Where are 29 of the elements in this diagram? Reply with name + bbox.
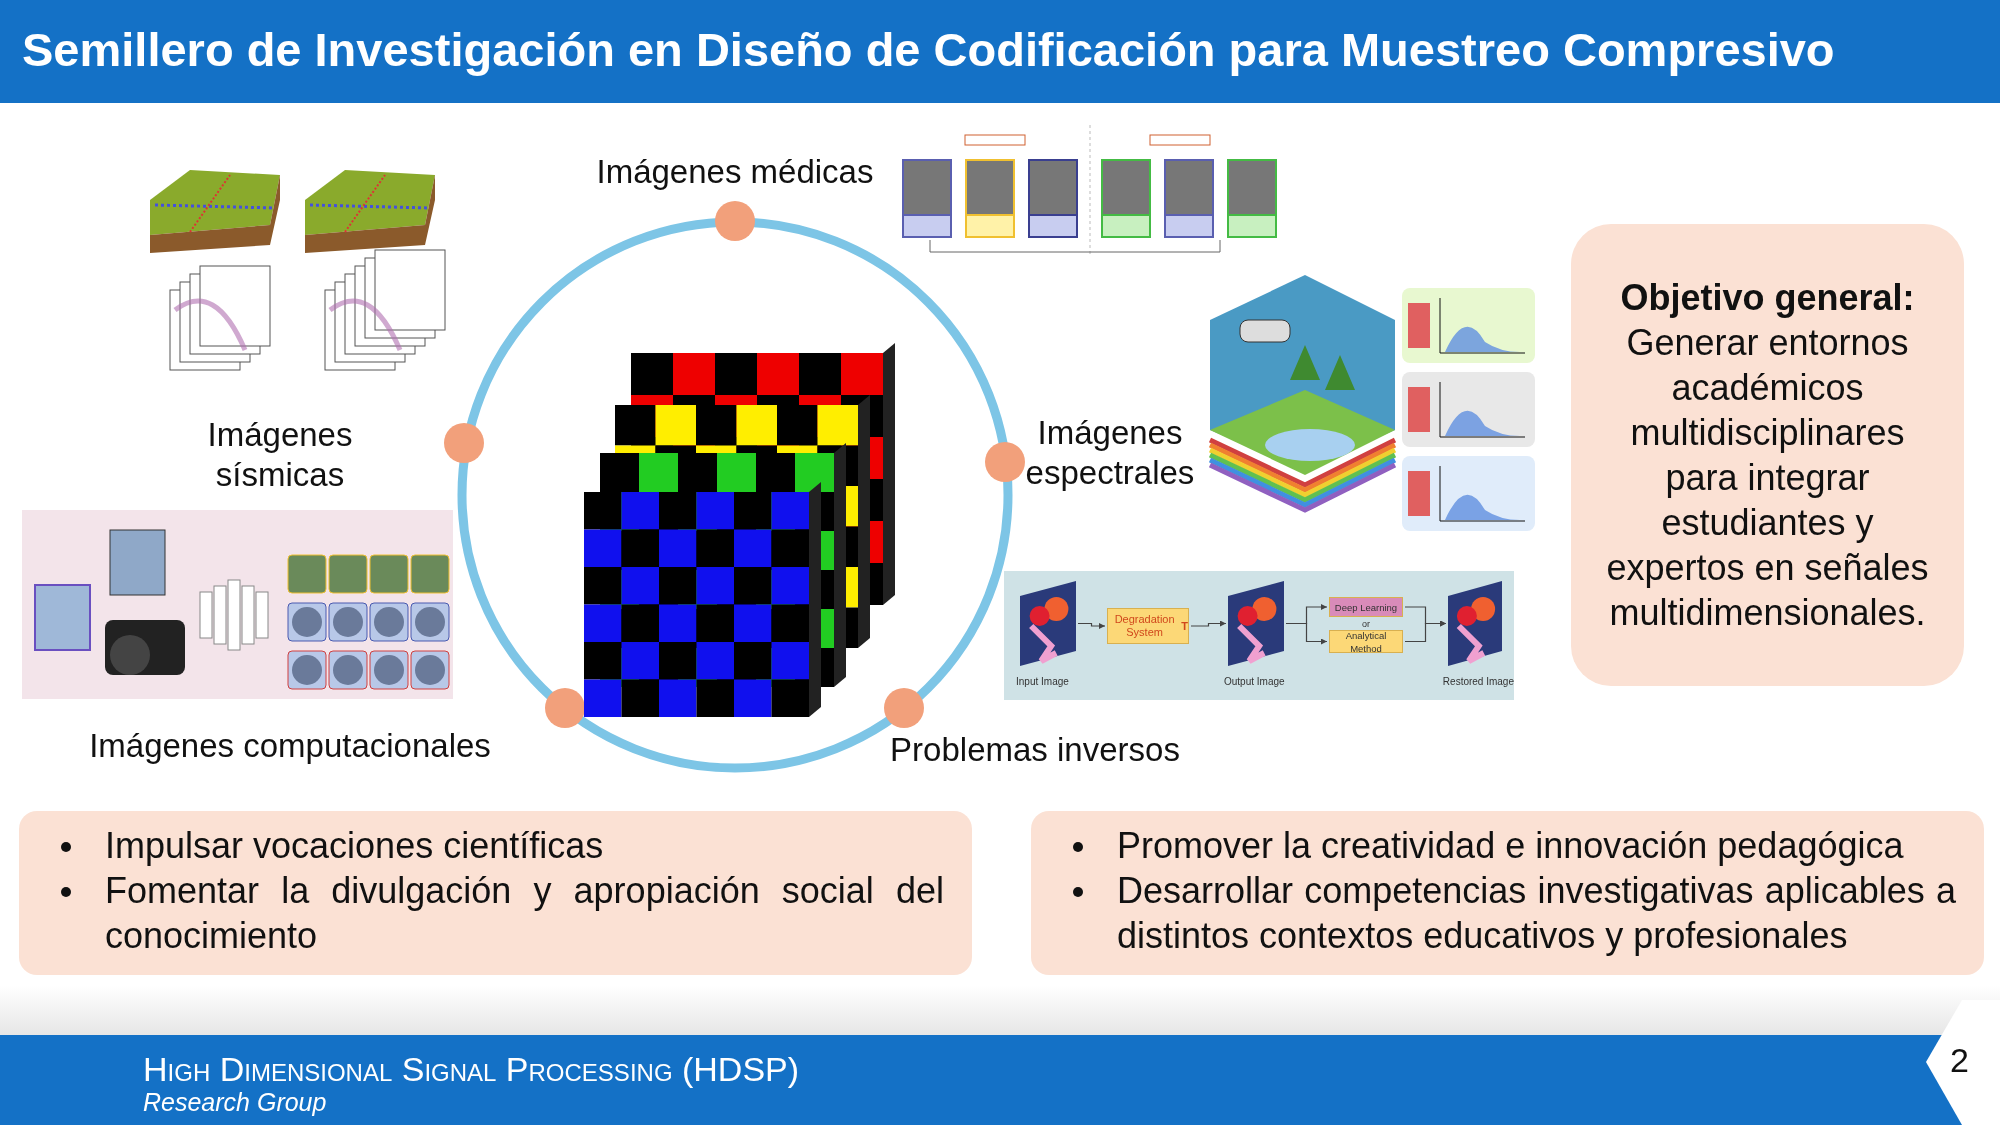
arrow [1190, 620, 1227, 627]
group-name: High Dimensional Signal Processing (HDSP) [143, 1050, 801, 1089]
process-box: Deep Learning [1329, 597, 1403, 617]
page-number: 2 [1950, 1040, 1970, 1080]
image-caption: Input Image [1016, 676, 1069, 687]
process-box: Analytical Method [1329, 630, 1403, 653]
card-heading: Objetivo general: [1620, 276, 1915, 320]
slide-title: Semillero de Investigación en Diseño de Codificación para Muestreo Compresivo [22, 22, 1835, 78]
section-label: Imágenes espectrales [1024, 413, 1196, 493]
card-body-text: Generar entornos académicos multidisciplinares para integrar estudiantes y expertos en señales multidimensionales. [1605, 321, 1930, 635]
image-caption: Output Image [1224, 676, 1285, 687]
bullet-point-text: Desarrollar competencias investigativas aplicables a distintos contextos educativos y profesionales [1117, 870, 1956, 956]
info-card [19, 811, 972, 975]
section-label: Imágenes computacionales [88, 726, 492, 766]
figure-panel [1004, 571, 1514, 700]
bullet-point-text: Impulsar vocaciones científicas [105, 825, 604, 866]
image-caption: Restored Image [1442, 676, 1514, 687]
section-label: Imágenes sísmicas [206, 415, 354, 495]
arrow [1077, 622, 1106, 629]
bullet-point-text: Fomentar la divulgación y apropiación social del conocimiento [105, 870, 944, 956]
section-label: Problemas inversos [889, 730, 1181, 770]
group-subtitle: Research Group [143, 1088, 328, 1117]
objective-card [1571, 224, 1964, 686]
arrow [1285, 622, 1328, 645]
bullet-point-text: Promover la creatividad e innovación pedagógica [1117, 825, 1904, 866]
section-label: Imágenes médicas [595, 152, 875, 192]
arrow [1404, 620, 1447, 643]
connector-text: or [1361, 619, 1371, 629]
info-card [1031, 811, 1984, 975]
